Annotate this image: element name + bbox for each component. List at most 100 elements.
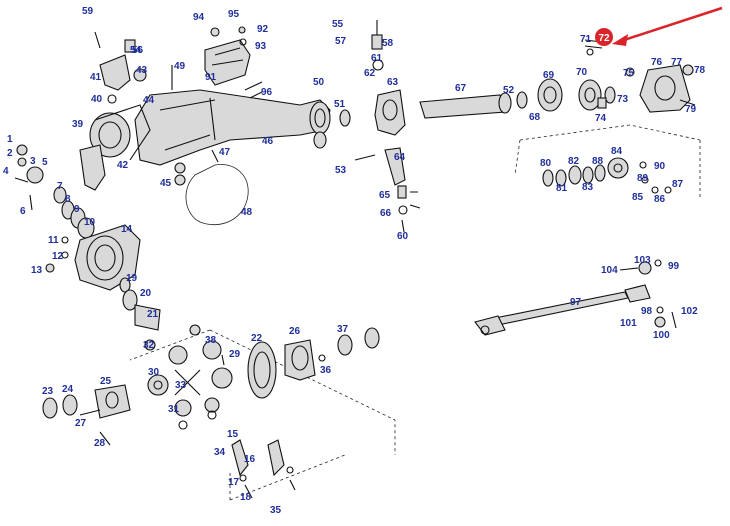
brake-parts <box>229 439 346 501</box>
part-label: 44 <box>143 95 155 106</box>
part-label: 23 <box>42 386 54 397</box>
part-label: 95 <box>228 9 240 20</box>
hub-parts <box>537 78 616 112</box>
part-label: 56 <box>132 45 144 56</box>
part-label: 53 <box>335 165 347 176</box>
bottom-left-parts <box>42 384 131 446</box>
part-label: 81 <box>556 183 568 194</box>
part-label: 89 <box>637 173 649 184</box>
part-label: 15 <box>227 429 239 440</box>
part-label: 64 <box>394 152 406 163</box>
steering-knuckle <box>354 20 406 186</box>
part-label: 85 <box>632 192 644 203</box>
part-label: 94 <box>193 12 205 23</box>
part-label: 76 <box>651 57 663 68</box>
part-label: 52 <box>503 85 515 96</box>
part-label: 83 <box>582 182 594 193</box>
part-label: 32 <box>143 340 155 351</box>
bracket-parts <box>79 31 147 191</box>
wheel-hub-76 <box>625 64 696 113</box>
part-label: 31 <box>168 404 180 415</box>
part-label: 93 <box>255 41 267 52</box>
part-label: 13 <box>31 265 43 276</box>
part-label: 70 <box>576 67 588 78</box>
part-label: 51 <box>334 99 346 110</box>
part-label: 47 <box>219 147 231 158</box>
part-label: 2 <box>7 148 13 159</box>
part-label: 27 <box>75 418 87 429</box>
part-label: 84 <box>611 146 623 157</box>
part-label: 62 <box>364 68 376 79</box>
part-label: 97 <box>570 297 582 308</box>
part-label: 69 <box>543 70 555 81</box>
small-parts-44-47 <box>171 65 219 186</box>
part-label: 21 <box>147 309 159 320</box>
part-label: 87 <box>672 179 684 190</box>
part-label: 7 <box>57 181 63 192</box>
part-labels: 1 2 3 4 5 6 7 8 9 10 11 12 13 14 15 16 1… <box>3 6 706 516</box>
part-label: 50 <box>313 77 325 88</box>
part-label: 86 <box>654 194 666 205</box>
part-label: 33 <box>175 380 187 391</box>
highlighted-label: 72 <box>598 33 610 44</box>
part-label: 63 <box>387 77 399 88</box>
part-label: 4 <box>3 166 9 177</box>
part-label: 88 <box>592 156 604 167</box>
part-label: 98 <box>641 306 653 317</box>
drive-shaft-67 <box>419 91 528 119</box>
part-label: 3 <box>30 156 36 167</box>
part-label: 99 <box>668 261 680 272</box>
part-label: 35 <box>270 505 282 516</box>
part-label: 59 <box>82 6 94 17</box>
part-label: 16 <box>244 454 256 465</box>
differential-parts <box>129 324 396 455</box>
part-label: 57 <box>335 36 347 47</box>
part-label: 28 <box>94 438 106 449</box>
part-label: 65 <box>379 190 391 201</box>
part-label: 45 <box>160 178 172 189</box>
axle-housing <box>134 89 331 166</box>
part-label: 6 <box>20 206 26 217</box>
ring-gear-22 <box>247 327 380 399</box>
part-label: 17 <box>228 477 240 488</box>
part-label: 5 <box>42 157 48 168</box>
tie-rod-97 <box>474 259 677 336</box>
part-label: 24 <box>62 384 74 395</box>
part-label: 82 <box>568 156 580 167</box>
gasket-48 <box>185 164 249 226</box>
part-label: 46 <box>262 136 274 147</box>
part-label: 40 <box>91 94 103 105</box>
part-label: 12 <box>52 251 64 262</box>
part-label: 49 <box>174 61 186 72</box>
part-label: 20 <box>140 288 152 299</box>
part-label: 30 <box>148 367 160 378</box>
part-label: 100 <box>653 330 670 341</box>
seals-50-51 <box>313 109 351 149</box>
part-label: 61 <box>371 53 383 64</box>
part-label: 102 <box>681 306 698 317</box>
part-label: 79 <box>685 104 697 115</box>
part-label: 71 <box>580 34 592 45</box>
part-label: 58 <box>382 38 394 49</box>
part-label: 38 <box>205 335 217 346</box>
part-label: 29 <box>229 349 241 360</box>
part-label: 11 <box>48 235 59 246</box>
left-parts <box>14 144 95 273</box>
part-label: 22 <box>251 333 263 344</box>
part-label: 90 <box>654 161 666 172</box>
part-label: 80 <box>540 158 552 169</box>
planetary-parts <box>514 124 701 200</box>
part-label: 41 <box>90 72 102 83</box>
part-label: 78 <box>694 65 706 76</box>
part-label: 25 <box>100 376 112 387</box>
part-label: 9 <box>74 204 80 215</box>
part-label: 19 <box>126 273 138 284</box>
part-label: 55 <box>332 19 344 30</box>
part-label: 36 <box>320 365 332 376</box>
part-label: 43 <box>136 65 148 76</box>
part-label: 8 <box>65 194 71 205</box>
part-label: 26 <box>289 326 301 337</box>
top-bracket-91 <box>204 26 263 99</box>
part-label: 67 <box>455 83 467 94</box>
